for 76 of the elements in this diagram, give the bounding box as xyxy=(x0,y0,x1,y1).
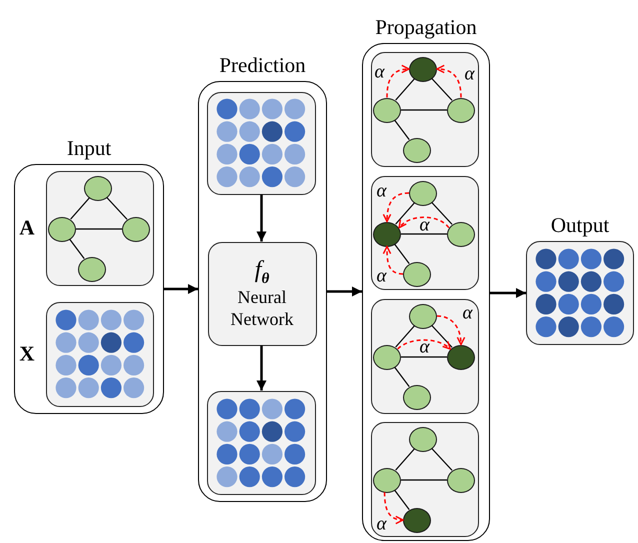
graph-vertex xyxy=(403,138,431,162)
graph-edge xyxy=(394,490,410,510)
graph-card xyxy=(370,176,478,290)
graph-edge xyxy=(431,202,453,225)
dashed-arrow xyxy=(384,492,404,524)
function-symbol: f$_{θ}$ xyxy=(254,256,270,288)
edge-label: α xyxy=(464,64,476,83)
graph-edge xyxy=(106,197,128,220)
graph-edge xyxy=(395,448,415,471)
panel-title: Propagation xyxy=(375,16,477,39)
graph-edge xyxy=(395,325,415,348)
matrix-symbol: A xyxy=(19,218,34,238)
edge-label: α xyxy=(376,181,388,200)
graph-edge xyxy=(395,78,415,101)
graph-edge xyxy=(401,233,447,235)
graph-vertex xyxy=(373,468,401,492)
arrow xyxy=(256,194,266,242)
graph-edge xyxy=(431,78,453,101)
graph-edge xyxy=(70,197,90,220)
graph-vertex xyxy=(403,384,431,410)
dashed-arrow xyxy=(436,64,462,98)
process-label: Neural Network xyxy=(230,287,294,330)
panel-title: Prediction xyxy=(219,54,306,77)
matrix-symbol: X xyxy=(19,344,34,364)
edge-label: α xyxy=(418,337,430,356)
graph-edge xyxy=(401,356,447,358)
graph-edge xyxy=(394,367,410,387)
graph-vertex xyxy=(122,216,150,242)
graph-vertex xyxy=(48,216,76,242)
panel-title: Output xyxy=(550,214,610,237)
graph-edge xyxy=(431,448,453,471)
graph-vertex xyxy=(447,468,475,492)
graph-edge xyxy=(401,479,447,481)
arrow xyxy=(164,284,198,294)
matrix-card xyxy=(206,390,316,494)
graph-vertex xyxy=(409,180,437,206)
graph-edge xyxy=(76,228,122,230)
graph-edge xyxy=(394,120,410,140)
graph-edge xyxy=(395,202,415,225)
graph-vertex xyxy=(409,304,437,328)
graph-vertex xyxy=(409,56,437,82)
graph-vertex xyxy=(84,176,112,200)
arrow xyxy=(490,288,526,298)
dashed-arrow xyxy=(397,339,451,350)
graph-vertex xyxy=(403,262,431,286)
dashed-arrow xyxy=(382,246,404,275)
graph-edge xyxy=(401,109,447,111)
arrow xyxy=(256,346,266,390)
dashed-arrow xyxy=(386,64,410,98)
dashed-arrow xyxy=(382,192,410,222)
dashed-arrow xyxy=(398,216,450,228)
graph-edge xyxy=(69,239,85,259)
graph-card xyxy=(370,298,478,414)
edge-label: α xyxy=(462,303,474,322)
graph-edge xyxy=(394,244,410,264)
edge-label: α xyxy=(376,266,388,285)
graph-vertex xyxy=(373,344,401,370)
graph-card xyxy=(370,422,478,536)
graph-vertex xyxy=(447,222,475,246)
arrow xyxy=(327,286,362,296)
process-box xyxy=(208,242,316,346)
graph-vertex xyxy=(447,344,475,370)
graph-vertex xyxy=(403,508,431,532)
edge-label: α xyxy=(374,62,386,81)
edge-label: α xyxy=(376,514,388,533)
graph-vertex xyxy=(373,222,401,246)
graph-vertex xyxy=(447,98,475,122)
graph-edge xyxy=(431,325,453,348)
graph-vertex xyxy=(373,98,401,122)
panel-title: Input xyxy=(66,136,112,160)
matrix-card xyxy=(206,92,316,194)
graph-vertex xyxy=(409,426,437,452)
graph-card xyxy=(370,52,478,166)
dashed-arrow xyxy=(436,315,465,346)
edge-label: α xyxy=(418,215,430,234)
graph-vertex xyxy=(78,256,106,282)
